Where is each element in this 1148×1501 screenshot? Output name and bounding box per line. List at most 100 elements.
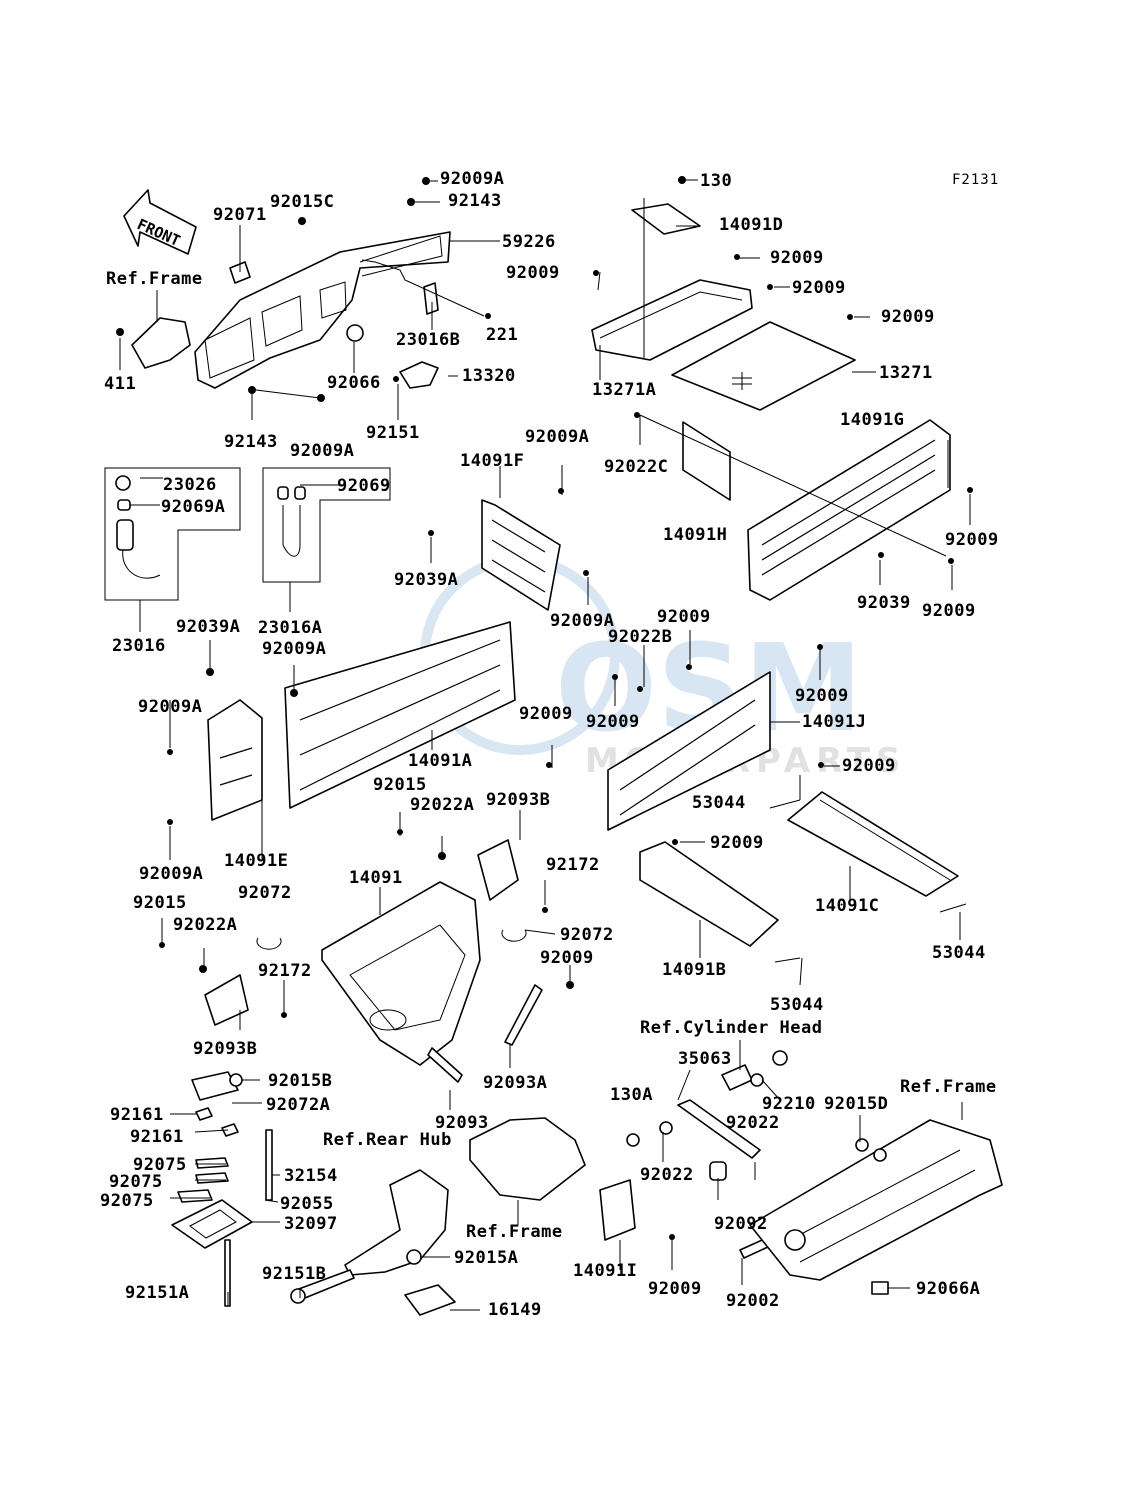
part-23016-box [104, 467, 241, 601]
callout-92009-l: 92009 [540, 948, 594, 968]
callout-92009-j: 92009 [519, 704, 573, 724]
callout-130a: 130A [610, 1085, 653, 1105]
part-14091I [599, 1179, 636, 1241]
callout-14091b: 14091B [662, 960, 726, 980]
callout-13320: 13320 [462, 366, 516, 386]
part-frame-bracket-left [131, 317, 191, 369]
callout-92009a-left: 92009A [262, 639, 326, 659]
callout-labels: 92009A 92143 59226 92071 92015C Ref.Fram… [100, 169, 999, 1320]
callout-ref-frame-1: Ref.Frame [106, 269, 203, 289]
callout-32097: 32097 [284, 1214, 338, 1234]
part-92092-collar [709, 1161, 727, 1181]
part-rear-hub [344, 1169, 449, 1276]
callout-92092: 92092 [714, 1214, 768, 1234]
callout-92009a-mid: 92009A [525, 427, 589, 447]
callout-92009a-mid2: 92009A [550, 611, 614, 631]
callout-221: 221 [486, 325, 518, 345]
callout-92069: 92069 [337, 476, 391, 496]
part-92093-stay [427, 1047, 463, 1083]
leader-lines [119, 179, 971, 1311]
callout-92009a-top: 92009A [440, 169, 504, 189]
callout-92009-e: 92009 [945, 530, 999, 550]
callout-92022c: 92022C [604, 457, 668, 477]
part-14091D [631, 203, 701, 235]
callout-ref-rear-hub: Ref.Rear Hub [323, 1130, 452, 1150]
part-92161-set [195, 1107, 239, 1137]
callout-92022-a: 92022 [726, 1113, 780, 1133]
callout-13271a: 13271A [592, 380, 656, 400]
part-92015D-nut [855, 1138, 869, 1152]
callout-92009-c: 92009 [792, 278, 846, 298]
callout-92069a: 92069A [161, 497, 225, 517]
callout-92022b: 92022B [608, 627, 672, 647]
diagram-code: F2131 [952, 172, 999, 188]
callout-92039a-mid: 92039A [394, 570, 458, 590]
part-92093B-bracket-2 [204, 974, 249, 1026]
callout-14091: 14091 [349, 868, 403, 888]
callout-53044-a: 53044 [692, 793, 746, 813]
callout-92009a-left2: 92009A [138, 697, 202, 717]
callout-14091g: 14091G [840, 410, 904, 430]
callout-92002: 92002 [726, 1291, 780, 1311]
callout-92055: 92055 [280, 1194, 334, 1214]
callout-92093: 92093 [435, 1113, 489, 1133]
part-130A-bolt [626, 1121, 673, 1147]
callout-92172: 92172 [546, 855, 600, 875]
callout-92072: 92072 [560, 925, 614, 945]
callout-ref-frame-2: Ref.Frame [900, 1077, 997, 1097]
part-16149 [404, 1284, 456, 1316]
callout-92009-g: 92009 [657, 607, 711, 627]
callout-ref-cylinder-head: Ref.Cylinder Head [640, 1018, 823, 1038]
callout-92066: 92066 [327, 373, 381, 393]
callout-92143-top: 92143 [448, 191, 502, 211]
part-92072A-plate [191, 1071, 239, 1101]
callout-92009-i: 92009 [586, 712, 640, 732]
part-frame-rear [469, 1117, 586, 1201]
part-92093A-stay [504, 984, 543, 1046]
part-92066 [346, 324, 364, 342]
callout-35063: 35063 [678, 1049, 732, 1069]
callout-92075-b: 92075 [109, 1172, 163, 1192]
part-53044-set [769, 799, 967, 963]
part-14091E [207, 699, 263, 821]
part-92066A [871, 1281, 889, 1295]
callout-92022a-b: 92022A [173, 915, 237, 935]
callout-92172-b: 92172 [258, 961, 312, 981]
callout-14091e: 14091E [224, 851, 288, 871]
callout-92009a-left3: 92009A [139, 864, 203, 884]
callout-92009-a: 92009 [770, 248, 824, 268]
callout-23026: 23026 [163, 475, 217, 495]
callout-92066a: 92066A [916, 1279, 980, 1299]
callout-92009-m: 92009 [648, 1279, 702, 1299]
callout-92210: 92210 [762, 1094, 816, 1114]
part-13271 [671, 321, 856, 411]
callout-92151a: 92151A [125, 1283, 189, 1303]
part-32097-plate [171, 1199, 253, 1249]
callout-92039: 92039 [857, 593, 911, 613]
callout-14091a: 14091A [408, 751, 472, 771]
callout-23016b: 23016B [396, 330, 460, 350]
part-14091C [787, 791, 959, 897]
part-92093B-bracket [477, 839, 519, 901]
callout-92009-b: 92009 [506, 263, 560, 283]
callout-92009-d: 92009 [881, 307, 935, 327]
callout-92071: 92071 [213, 205, 267, 225]
callout-92151: 92151 [366, 423, 420, 443]
callout-92009-k: 92009 [842, 756, 896, 776]
callout-92022-b: 92022 [640, 1165, 694, 1185]
callout-130: 130 [700, 171, 732, 191]
callout-92075-a: 92075 [133, 1155, 187, 1175]
part-23016B [423, 282, 439, 315]
part-14091-tub [321, 881, 481, 1066]
part-14091G [747, 419, 951, 601]
callout-92093b: 92093B [486, 790, 550, 810]
part-92015A-nut [406, 1249, 422, 1265]
callout-92009-f: 92009 [922, 601, 976, 621]
part-frame-crossmember [749, 1119, 1003, 1281]
part-14091J [607, 671, 771, 831]
part-92072-clip [256, 937, 282, 950]
callout-14091h: 14091H [663, 525, 727, 545]
callout-13271: 13271 [879, 363, 933, 383]
callout-92009-n: 92009 [710, 833, 764, 853]
